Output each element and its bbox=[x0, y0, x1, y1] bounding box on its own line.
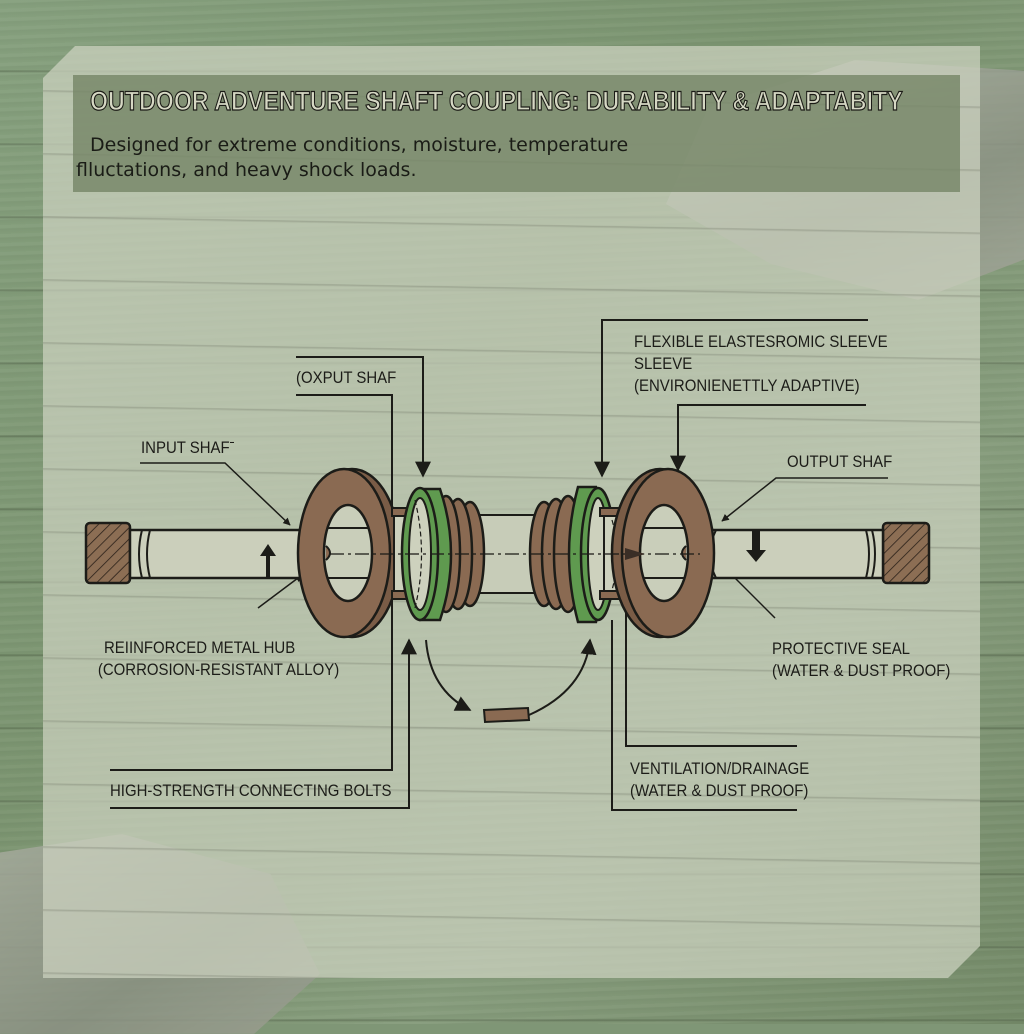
label-metal-hub: REIINFORCED METAL HUB (CORROSION-RESISTA… bbox=[98, 637, 339, 681]
page-title: OUTDOOR ADVENTURE SHAFT COUPLING: DURABI… bbox=[89, 85, 903, 116]
label-ventilation: VENTILATION/DRAINAGE (WATER & DUST PROOF… bbox=[630, 758, 809, 802]
up-arrow-icon bbox=[260, 544, 276, 578]
page-subtitle: Designed for extreme conditions, moistur… bbox=[76, 133, 790, 183]
seal-line-1: PROTECTIVE SEAL bbox=[772, 639, 911, 658]
label-connecting-bolts: HIGH-STRENGTH CONNECTING BOLTS bbox=[110, 781, 392, 800]
label-flexible-sleeve: FLEXIBLE ELASTESROMIC SLEEVE SLEEVE (ENV… bbox=[634, 331, 888, 397]
label-oxput-shaft: (OXPUT SHAF bbox=[296, 368, 397, 387]
vent-line-1: VENTILATION/DRAINAGE bbox=[630, 759, 810, 778]
label-protective-seal: PROTECTIVE SEAL (WATER & DUST PROOF) bbox=[772, 638, 950, 682]
output-shaft bbox=[704, 521, 931, 585]
output-shaft-end-cap bbox=[881, 521, 931, 585]
sleeve-line-2: SLEEVE bbox=[634, 354, 693, 373]
sleeve-line-3: (ENVIRONIENETTLY ADAPTIVE) bbox=[634, 376, 860, 395]
flex-element-icon bbox=[482, 706, 531, 724]
left-sleeve bbox=[400, 486, 486, 622]
hub-line-1: REIINFORCED METAL HUB bbox=[104, 638, 296, 657]
diagram-panel bbox=[43, 46, 980, 978]
input-shaft bbox=[84, 521, 317, 585]
sleeve-line-1: FLEXIBLE ELASTESROMIC SLEEVE bbox=[634, 332, 888, 351]
seal-line-2: (WATER & DUST PROOF) bbox=[772, 661, 951, 680]
vent-line-2: (WATER & DUST PROOF) bbox=[630, 781, 809, 800]
subtitle-line-2: flluctations, and heavy shock loads. bbox=[76, 159, 417, 181]
hub-line-2: (CORROSION-RESISTANT ALLOY) bbox=[97, 660, 340, 679]
label-input-shaft: INPUT SHAFˉ bbox=[141, 438, 235, 457]
subtitle-line-1: Designed for extreme conditions, moistur… bbox=[90, 134, 629, 156]
left-hub bbox=[296, 467, 402, 639]
right-hub bbox=[610, 467, 716, 639]
down-arrow-icon bbox=[746, 530, 766, 562]
input-shaft-end-cap bbox=[84, 521, 132, 585]
label-output-shaft: OUTPUT SHAF bbox=[787, 452, 893, 471]
callout-lines bbox=[110, 319, 888, 811]
header-box bbox=[73, 75, 960, 192]
